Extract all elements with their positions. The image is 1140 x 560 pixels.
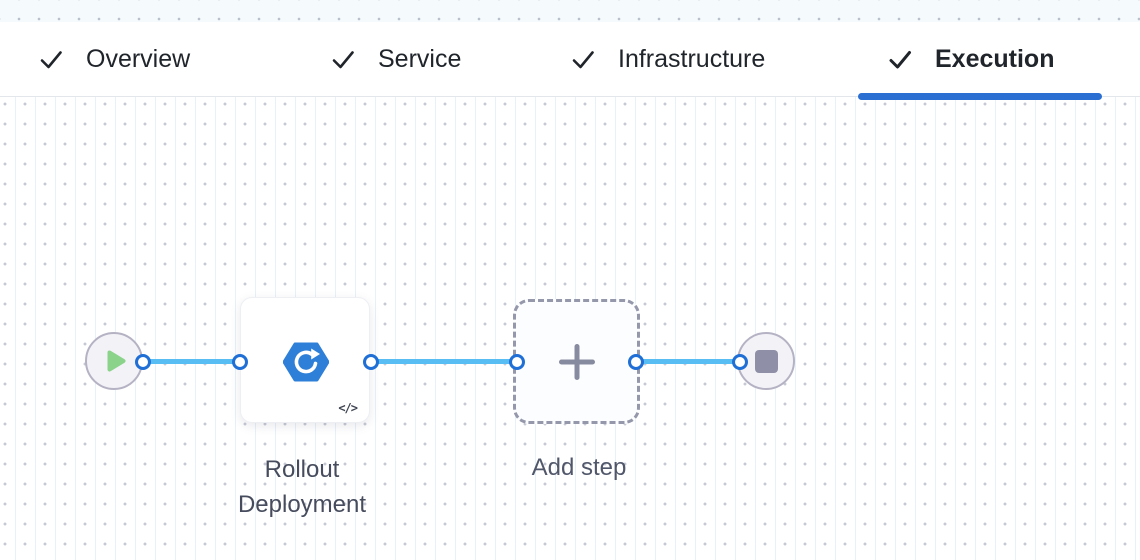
port-addstep-in[interactable] (509, 354, 525, 370)
tab-service[interactable]: Service (330, 22, 461, 96)
add-step-button[interactable] (513, 299, 640, 424)
check-icon (40, 51, 62, 69)
canvas-top-strip (0, 0, 1140, 22)
plus-icon (558, 343, 595, 380)
play-icon (107, 350, 125, 372)
pipeline-canvas: </> Rollout Deployment Add step (0, 97, 1140, 560)
step-node-rollout-deployment[interactable]: </> (240, 297, 370, 423)
start-node (85, 332, 143, 390)
port-step-out[interactable] (363, 354, 379, 370)
tab-overview[interactable]: Overview (38, 22, 190, 96)
tab-service-label: Service (378, 44, 462, 73)
tab-infrastructure-label: Infrastructure (618, 44, 766, 73)
active-tab-underline (858, 93, 1102, 100)
port-end-in[interactable] (732, 354, 748, 370)
step-label-rollout-deployment: Rollout Deployment (237, 456, 367, 518)
stop-icon (754, 349, 778, 373)
tab-infrastructure[interactable]: Infrastructure (570, 22, 765, 96)
tab-overview-label: Overview (86, 44, 191, 73)
check-icon (332, 51, 354, 69)
check-icon (889, 51, 911, 69)
port-start-out[interactable] (135, 354, 151, 370)
stage-tabbar: Overview Service Infrastructure Executio… (0, 22, 1140, 100)
port-addstep-out[interactable] (628, 354, 644, 370)
add-step-label: Add step (531, 454, 627, 481)
edge-step-to-addstep (371, 359, 517, 364)
edge-start-to-step (143, 359, 240, 364)
port-step-in[interactable] (232, 354, 248, 370)
tab-execution[interactable]: Execution (887, 22, 1054, 96)
check-icon (572, 51, 594, 69)
edge-addstep-to-end (636, 359, 740, 364)
rolling-deployment-icon (283, 342, 329, 382)
code-view-icon: </> (338, 401, 358, 415)
tab-execution-label: Execution (935, 44, 1055, 73)
